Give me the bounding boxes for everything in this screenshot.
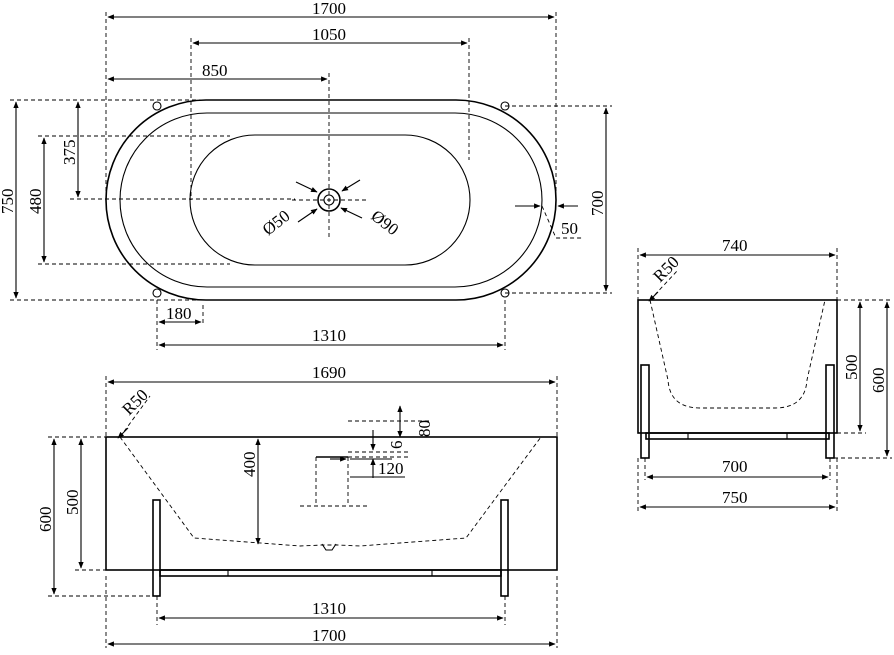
drain-diameter-label: Ø50 (259, 206, 294, 239)
end-top-width-label: 740 (722, 236, 748, 255)
base-length-label: 1700 (312, 626, 346, 645)
drain-offset-label: 375 (60, 140, 79, 166)
end-leg (825, 364, 835, 459)
end-body-height-label: 500 (842, 355, 861, 381)
overall-height-label: 600 (36, 507, 55, 533)
leg-spacing-label: 1310 (312, 326, 346, 345)
basin-outline (189, 134, 471, 266)
end-leg-spacing-label: 700 (722, 457, 748, 476)
overflow-diameter-label: Ø90 (368, 206, 403, 239)
overflow-depth-label: 80 (415, 420, 434, 437)
end-view: 740 R50 500 600 700 750 (637, 236, 892, 512)
leg-offset-label: 180 (166, 304, 192, 323)
overall-length-label: 1700 (312, 0, 346, 18)
end-body-outline (637, 299, 838, 434)
rim-inner-outline (119, 112, 543, 288)
leg-mark (152, 101, 162, 111)
end-support-frame (645, 432, 830, 440)
end-leg (640, 364, 650, 459)
overflow-offset-label: 120 (378, 459, 404, 478)
leg (152, 499, 161, 597)
top-view: Ø50 Ø90 1700 1050 850 750 480 (0, 0, 612, 350)
drain-outer-circle (317, 188, 341, 212)
side-view: 1690 R50 600 500 400 80 6 120 1310 1700 (36, 363, 558, 648)
leg-mark (152, 288, 162, 298)
top-length-label: 1690 (312, 363, 346, 382)
rim-thickness-label: 50 (561, 219, 578, 238)
rim-width-label: 700 (588, 191, 607, 217)
overflow-size-label: 6 (387, 441, 406, 450)
drain-to-end-label: 1050 (312, 25, 346, 44)
end-base-width-label: 750 (722, 488, 748, 507)
drain-from-left-label: 850 (202, 61, 228, 80)
end-corner-radius-label: R50 (649, 252, 682, 285)
end-basin-profile (649, 299, 826, 409)
basin-profile (119, 436, 542, 547)
support-frame (159, 569, 502, 577)
overall-width-label: 750 (0, 189, 17, 215)
inner-width-label: 480 (26, 189, 45, 215)
side-corner-radius-label: R50 (118, 385, 151, 418)
end-overall-height-label: 600 (869, 368, 888, 394)
side-leg-spacing-label: 1310 (312, 599, 346, 618)
leg (500, 499, 509, 597)
body-height-label: 500 (63, 490, 82, 516)
drain-profile (321, 543, 337, 551)
outer-rim-outline (105, 99, 557, 301)
basin-depth-label: 400 (240, 452, 259, 478)
